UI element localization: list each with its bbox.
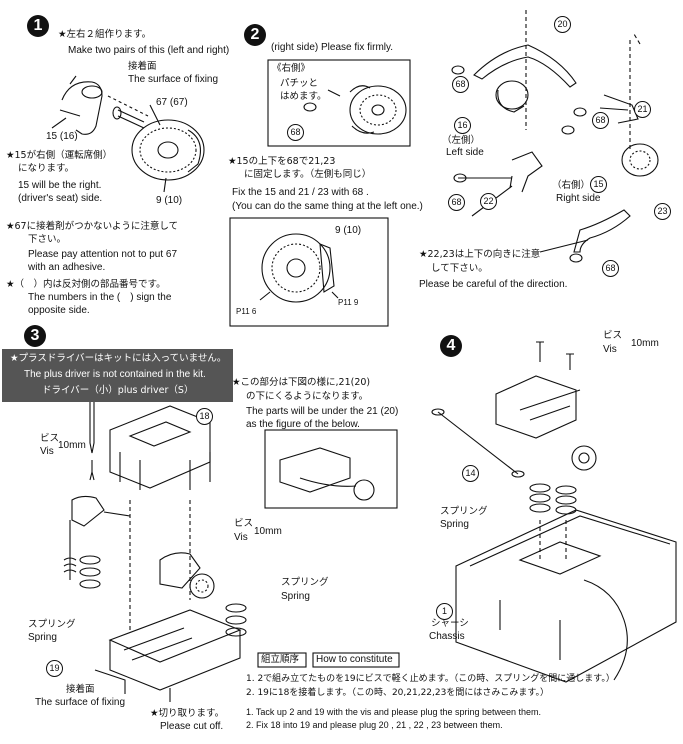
step3-vis-en: Vis <box>40 446 54 457</box>
step2-right-side-jp: 《右側》 <box>272 63 311 74</box>
direction-jp-2: して下さい。 <box>431 263 488 274</box>
step1-right-jp-1: ★15が右側（運転席側） <box>6 150 113 161</box>
step3-cut-jp: ★切り取ります。 <box>150 708 225 719</box>
step3-fix-jp: 接着面 <box>66 684 95 695</box>
step1-part-9: 9 (10) <box>156 195 183 206</box>
part-68-d: 68 <box>602 260 619 277</box>
step3-vis2-jp: ビス <box>234 518 254 529</box>
step3-spring-left-jp: スプリング <box>28 619 76 630</box>
step3-vis-size: 10mm <box>58 440 86 451</box>
step-number-4: 4 <box>440 335 462 357</box>
step-number-3: 3 <box>24 325 46 347</box>
step3-under-jp-1: ★この部分は下図の様に,21(20) <box>232 377 371 388</box>
step3-cut-en: Please cut off. <box>160 721 224 732</box>
step-number-1: 1 <box>27 15 49 37</box>
step2-detail-part: 9 (10) <box>335 225 362 236</box>
part-21: 21 <box>634 101 651 118</box>
step1-part-67: 67 (67) <box>156 97 188 108</box>
step4-spring-jp: スプリング <box>440 506 488 517</box>
step1-fix-jp: 接着面 <box>128 61 157 72</box>
step4-vis-en: Vis <box>603 344 617 355</box>
part-15: 15 <box>590 176 607 193</box>
step2-part-68: 68 <box>287 124 304 141</box>
step1-right-en-1: 15 will be the right. <box>18 180 102 191</box>
order-label-en: How to constitute <box>316 654 393 665</box>
step3-spring-right-en: Spring <box>281 591 310 602</box>
step3-spring-right-jp: スプリング <box>281 577 329 588</box>
step2-right-side-en: (right side) Please fix firmly. <box>271 42 394 53</box>
step1-note-jp: ★左右２組作ります。 <box>58 29 152 40</box>
order-en-2: 2. Fix 18 into 19 and please plug 20 , 2… <box>246 720 503 730</box>
step4-spring-en: Spring <box>440 519 469 530</box>
step1-note-en: Make two pairs of this (left and right) <box>68 45 230 56</box>
direction-en: Please be careful of the direction. <box>419 279 568 290</box>
part-16: 16 <box>454 117 471 134</box>
part-68-b: 68 <box>592 112 609 129</box>
step3-vis2-size: 10mm <box>254 526 282 537</box>
part-19: 19 <box>46 660 63 677</box>
step4-vis-size: 10mm <box>631 338 659 349</box>
step2-p11-6: P11 6 <box>236 307 257 316</box>
step1-fix-en: The surface of fixing <box>128 74 219 85</box>
step2-p11-9: P11 9 <box>338 298 359 307</box>
part-20: 20 <box>554 16 571 33</box>
left-side-en: Left side <box>446 147 484 158</box>
part-23: 23 <box>654 203 671 220</box>
order-jp-2: 2. 19に18を接着します。（この時、20,21,22,23を間にはさみこみま… <box>246 688 549 698</box>
part-68-c: 68 <box>448 194 465 211</box>
step4-vis-jp: ビス <box>603 330 623 341</box>
step2-fix-jp-2: に固定します。（左側も同じ） <box>244 169 372 180</box>
step2-fix-en-1: Fix the 15 and 21 / 23 with 68 . <box>232 187 369 198</box>
order-en-1: 1. Tack up 2 and 19 with the vis and ple… <box>246 707 542 717</box>
step2-fix-jp-1: ★15の上下を68で21,23 <box>228 156 336 167</box>
step1-right-jp-2: になります。 <box>18 163 75 174</box>
driver-warning-en: The plus driver is not contained in the … <box>24 369 206 380</box>
driver-size: ドライバー（小）plus driver（S） <box>42 385 194 396</box>
step1-adhesive-jp-2: 下さい。 <box>28 234 67 245</box>
step1-adhesive-en-1: Please pay attention not to put 67 <box>28 249 177 260</box>
step3-spring-left-en: Spring <box>28 632 57 643</box>
step1-right-en-2: (driver's seat) side. <box>18 193 103 204</box>
step1-opposite-en-2: opposite side. <box>28 305 90 316</box>
step3-vis-jp: ビス <box>40 433 60 444</box>
driver-warning-jp: ★プラスドライバーはキットには入っていません。 <box>10 353 227 364</box>
direction-jp-1: ★22,23は上下の向きに注意 <box>419 249 541 260</box>
part-14: 14 <box>462 465 479 482</box>
order-jp-1: 1. 2で組み立てたものを19にビスで軽く止めます。（この時、スプリングを間に通… <box>246 674 615 684</box>
step1-opposite-jp: ★（ ）内は反対側の部品番号です。 <box>6 279 166 290</box>
right-side-en: Right side <box>556 193 601 204</box>
step3-under-en-1: The parts will be under the 21 (20) <box>246 406 399 417</box>
part-1: 1 <box>436 603 453 620</box>
step1-opposite-en-1: The numbers in the ( ) sign the <box>28 292 172 303</box>
step3-under-jp-2: の下にくるようになります。 <box>246 391 369 402</box>
step-number-2: 2 <box>244 24 266 46</box>
right-side-jp: （右側） <box>552 180 591 191</box>
part-68-a: 68 <box>452 76 469 93</box>
step4-chassis-jp: シャーシ <box>431 618 469 629</box>
left-side-jp: （左側） <box>442 135 481 146</box>
step3-vis2-en: Vis <box>234 532 248 543</box>
step1-adhesive-en-2: with an adhesive. <box>28 262 106 273</box>
part-18: 18 <box>196 408 213 425</box>
order-label-jp: 組立順序 <box>261 654 300 665</box>
part-22: 22 <box>480 193 497 210</box>
step3-fix-en: The surface of fixing <box>35 697 126 708</box>
step2-snap-jp-1: パチッと <box>280 78 319 89</box>
step1-part-15: 15 (16) <box>46 131 78 142</box>
step3-under-en-2: as the figure of the below. <box>246 419 360 430</box>
step4-chassis-en: Chassis <box>429 631 465 642</box>
step2-snap-jp-2: はめます。 <box>280 91 327 102</box>
step2-fix-en-2: (You can do the same thing at the left o… <box>232 201 423 212</box>
step1-adhesive-jp-1: ★67に接着剤がつかないように注意して <box>6 221 179 232</box>
driver-warning-box: ★プラスドライバーはキットには入っていません。 The plus driver … <box>2 349 233 402</box>
